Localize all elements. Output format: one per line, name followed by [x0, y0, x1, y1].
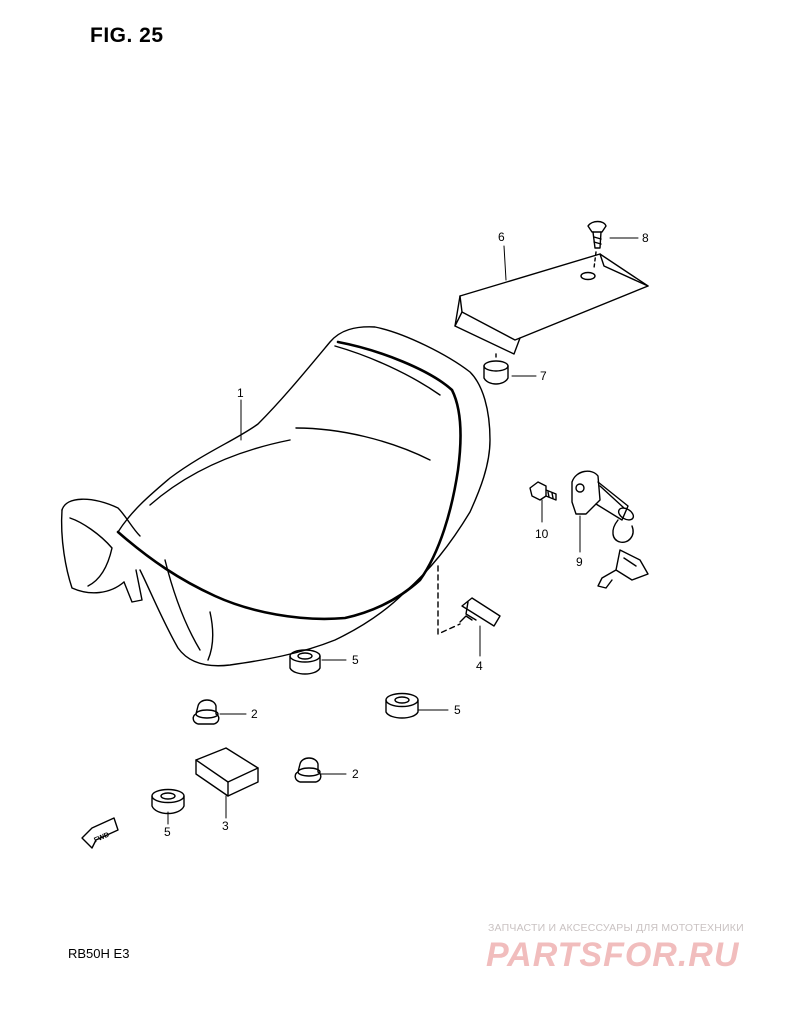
seat-hook-part-4	[437, 565, 501, 635]
watermark-text: ЗАПЧАСТИ И АКСЕССУАРЫ ДЛЯ МОТОТЕХНИКИ	[488, 922, 744, 934]
cushion-part-5-lower	[151, 788, 185, 815]
callout-5-upper: 5	[352, 653, 359, 667]
model-code: RB50H E3	[68, 946, 130, 961]
cushion-part-2-lower	[294, 757, 322, 783]
callout-9: 9	[576, 555, 583, 569]
callout-1: 1	[237, 386, 244, 400]
tail-cover-part-6	[454, 253, 649, 355]
cushion-part-5-upper	[289, 649, 321, 675]
callout-2-upper: 2	[251, 707, 258, 721]
forward-arrow-icon	[81, 817, 119, 849]
screw-part-8	[587, 220, 607, 269]
callout-4: 4	[476, 659, 483, 673]
callout-3: 3	[222, 819, 229, 833]
callout-8: 8	[642, 231, 649, 245]
callout-2-lower: 2	[352, 767, 359, 781]
callout-5-right: 5	[454, 703, 461, 717]
callout-6: 6	[498, 230, 505, 244]
callout-5-lower: 5	[164, 825, 171, 839]
watermark-logo: PARTSFOR.RU	[486, 936, 740, 974]
grommet-part-7	[483, 353, 509, 385]
figure-title: FIG. 25	[90, 24, 164, 47]
leader-lines	[167, 237, 639, 825]
seat-part-1	[60, 326, 491, 667]
seat-lock-part-9	[571, 470, 649, 589]
cushion-part-2-upper	[192, 699, 220, 725]
callout-7: 7	[540, 369, 547, 383]
bolt-part-10	[529, 481, 557, 501]
sponge-part-3	[195, 747, 259, 797]
callout-10: 10	[535, 527, 549, 541]
cushion-part-5-right	[385, 692, 419, 719]
